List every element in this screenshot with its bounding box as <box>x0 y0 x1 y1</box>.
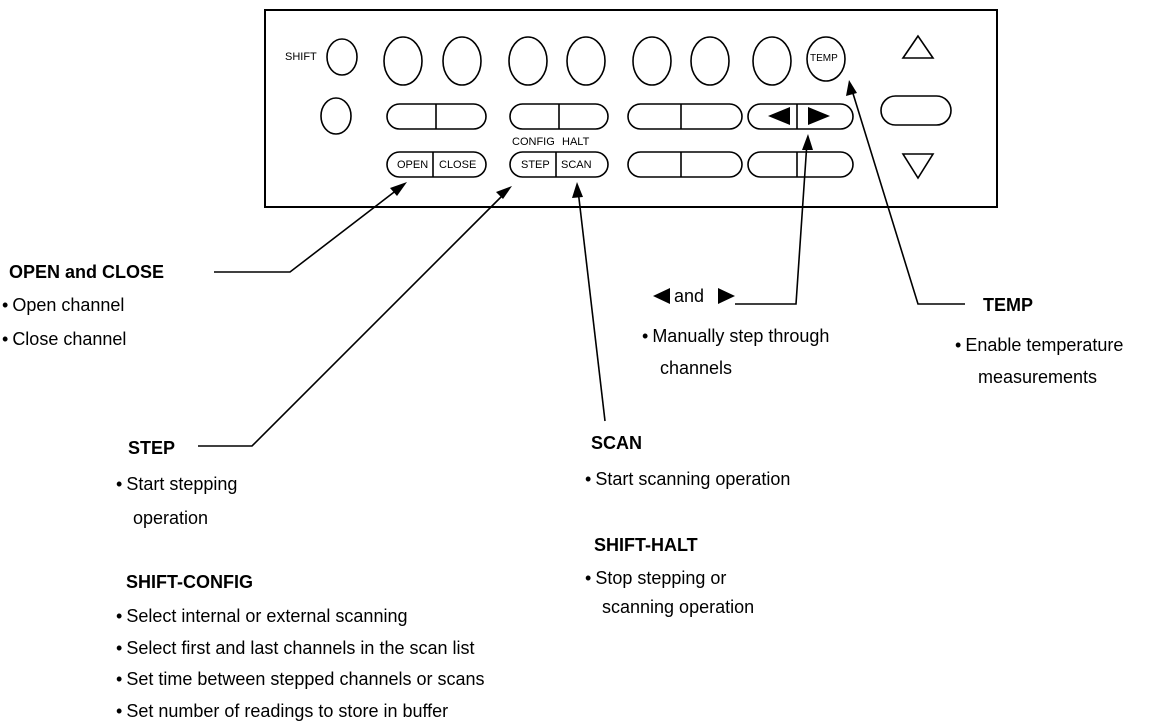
temp-key[interactable] <box>806 36 846 82</box>
arrows-title: and <box>674 286 705 306</box>
arrows-arrowhead <box>802 134 813 150</box>
arrows-leader <box>735 141 808 305</box>
arrows-item-2: channels <box>660 358 733 378</box>
open-close-item-1: Open channel <box>2 294 124 316</box>
open-close-title: OPEN and CLOSE <box>9 262 165 282</box>
arrow-rocker-key[interactable] <box>747 103 854 130</box>
left-arrow-icon <box>768 107 790 125</box>
up-triangle-key[interactable] <box>901 34 935 59</box>
step-label: STEP <box>521 159 550 171</box>
shift-config-item-4: Set number of readings to store in buffe… <box>116 700 448 722</box>
rocker-key-4[interactable] <box>627 151 743 178</box>
open-close-key[interactable] <box>386 151 487 178</box>
step-item-2: operation <box>133 508 209 528</box>
temp-item-1: Enable temperature <box>955 334 1123 356</box>
step-arrowhead <box>496 186 512 199</box>
right-arrow-icon <box>808 107 830 125</box>
step-item-1: Start stepping <box>116 473 237 495</box>
scan-title: SCAN <box>591 433 643 453</box>
open-close-item-2: Close channel <box>2 328 126 350</box>
config-label: CONFIG <box>512 136 555 148</box>
shift-config-item-2: Select first and last channels in the sc… <box>116 637 474 659</box>
right-oval-key[interactable] <box>880 95 952 126</box>
temp-title: TEMP <box>983 295 1034 315</box>
shift-halt-item-1: Stop stepping or <box>585 567 726 589</box>
temp-label: TEMP <box>810 53 838 64</box>
scan-label: SCAN <box>561 159 592 171</box>
shift-halt-item-2: scanning operation <box>602 597 755 617</box>
left-arrow-label-icon <box>653 288 670 304</box>
scan-leader <box>577 189 606 422</box>
temp-arrowhead <box>846 80 857 96</box>
round-key-left[interactable] <box>320 97 352 135</box>
open-close-arrowhead <box>390 182 407 196</box>
step-scan-key[interactable] <box>509 151 609 178</box>
shift-config-item-1: Select internal or external scanning <box>116 605 407 627</box>
temp-item-2: measurements <box>978 367 1098 387</box>
halt-label: HALT <box>562 136 590 148</box>
round-key-3[interactable] <box>508 36 548 86</box>
down-triangle-key[interactable] <box>901 153 935 180</box>
rocker-key-3[interactable] <box>627 103 743 130</box>
step-leader <box>198 189 509 447</box>
round-key-5[interactable] <box>632 36 672 86</box>
round-key-6[interactable] <box>690 36 730 86</box>
round-key-7[interactable] <box>752 36 792 86</box>
shift-config-title: SHIFT-CONFIG <box>126 572 253 592</box>
shift-label: SHIFT <box>285 51 317 63</box>
front-panel <box>264 9 998 208</box>
rocker-key-5[interactable] <box>747 151 854 178</box>
step-title: STEP <box>128 438 176 458</box>
round-key-4[interactable] <box>566 36 606 86</box>
round-key-1[interactable] <box>383 36 423 86</box>
shift-config-item-3: Set time between stepped channels or sca… <box>116 668 484 690</box>
shift-key[interactable] <box>326 38 358 76</box>
shift-halt-title: SHIFT-HALT <box>594 535 698 555</box>
open-label: OPEN <box>397 159 429 171</box>
close-label: CLOSE <box>439 159 477 171</box>
scan-item-1: Start scanning operation <box>585 468 790 490</box>
right-arrow-label-icon <box>718 288 735 304</box>
round-key-2[interactable] <box>442 36 482 86</box>
temp-leader <box>850 86 965 305</box>
arrows-item-1: Manually step through <box>642 325 829 347</box>
scan-arrowhead <box>572 182 583 198</box>
open-close-leader <box>214 185 403 273</box>
